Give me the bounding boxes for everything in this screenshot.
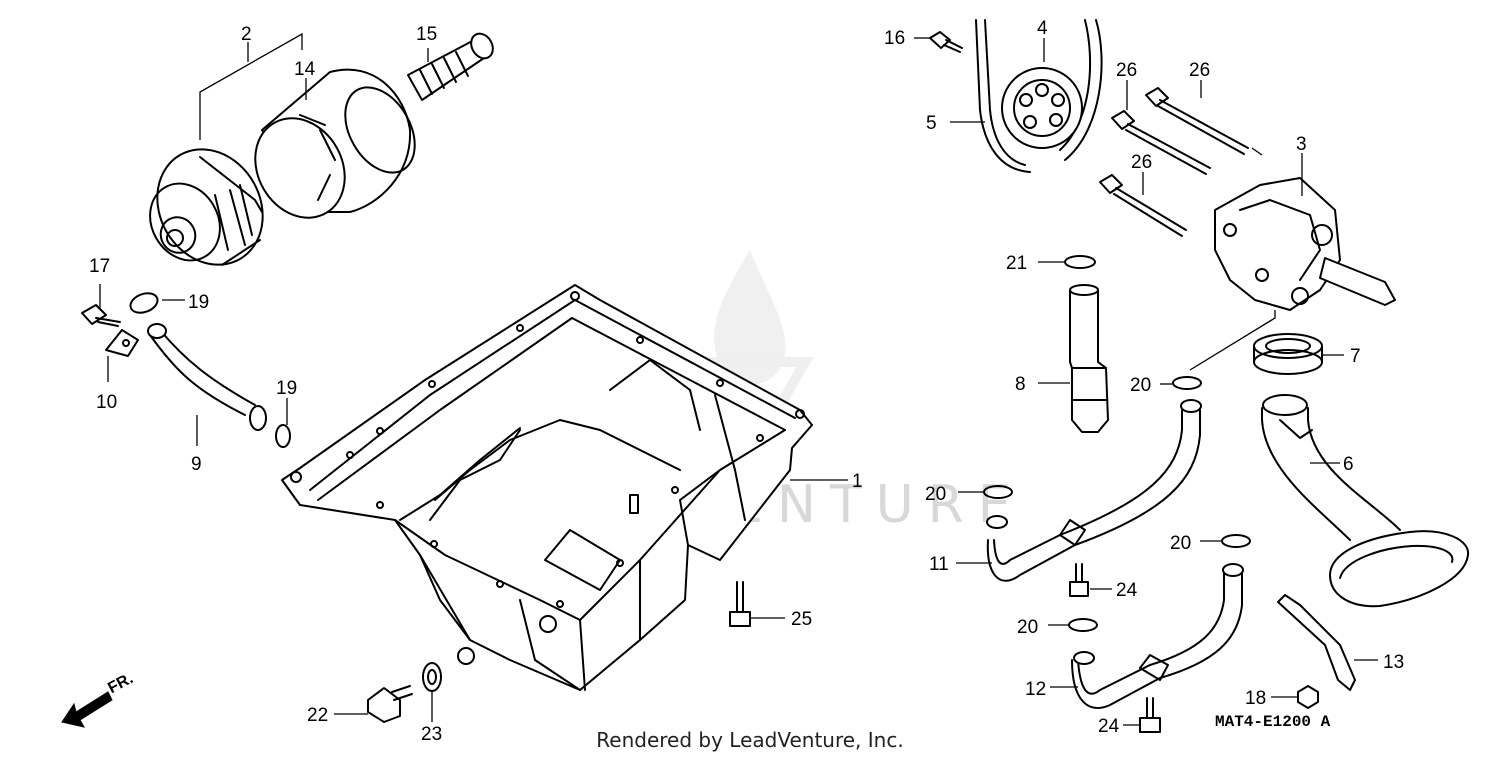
footer-credit: Rendered by LeadVenture, Inc. bbox=[596, 728, 904, 752]
callout-17: 17 bbox=[89, 256, 110, 277]
bolt-16 bbox=[929, 31, 963, 53]
callout-26-a: 26 bbox=[1116, 60, 1137, 81]
o-ring-21 bbox=[1064, 255, 1096, 269]
callout-14: 14 bbox=[294, 59, 316, 80]
front-direction-arrow-icon bbox=[61, 691, 113, 728]
washer-23 bbox=[422, 662, 442, 692]
oil-pan bbox=[281, 284, 813, 691]
callout-23: 23 bbox=[421, 724, 442, 745]
callout-22: 22 bbox=[307, 705, 328, 726]
oil-strainer-6 bbox=[1261, 394, 1470, 608]
bolt-25 bbox=[729, 581, 751, 627]
drive-chain-5 bbox=[975, 19, 1103, 173]
oil-cooler-bolt-15 bbox=[407, 32, 494, 101]
callout-3: 3 bbox=[1296, 134, 1307, 155]
callout-9: 9 bbox=[191, 454, 202, 475]
callout-1: 1 bbox=[852, 471, 863, 492]
oil-filter-cartridge bbox=[149, 148, 264, 266]
callout-11: 11 bbox=[929, 554, 949, 575]
drain-bolt-22 bbox=[367, 685, 413, 723]
callout-5: 5 bbox=[926, 113, 937, 134]
callout-25: 25 bbox=[791, 609, 812, 630]
clamp-10 bbox=[105, 329, 139, 357]
bolt-26-c bbox=[1099, 174, 1187, 237]
callout-10: 10 bbox=[96, 392, 117, 413]
o-ring-20-a bbox=[1172, 376, 1202, 390]
callout-26-c: 26 bbox=[1131, 152, 1152, 173]
callout-20-a: 20 bbox=[1130, 375, 1151, 396]
callout-6: 6 bbox=[1343, 454, 1354, 475]
callout-4: 4 bbox=[1037, 18, 1048, 39]
leader-lines bbox=[99, 32, 1378, 726]
washer-23-inner bbox=[427, 669, 437, 685]
callout-20-d: 20 bbox=[1017, 617, 1038, 638]
o-ring-20-d bbox=[1221, 534, 1251, 548]
callout-26-b: 26 bbox=[1189, 60, 1210, 81]
callout-19-top: 19 bbox=[188, 292, 209, 313]
diagram-code: MAT4-E1200 A bbox=[1215, 713, 1331, 731]
oil-filter-14 bbox=[254, 68, 416, 219]
callout-18: 18 bbox=[1245, 688, 1266, 709]
oil-pipe-9 bbox=[147, 323, 267, 431]
bracket-13 bbox=[1277, 594, 1356, 691]
bolt-24-lower bbox=[1139, 697, 1161, 733]
callout-20-c: 20 bbox=[1170, 533, 1191, 554]
bolt-24-upper bbox=[1069, 563, 1089, 597]
callout-20-b: 20 bbox=[925, 484, 946, 505]
bolt-26-a bbox=[1145, 87, 1249, 155]
callout-21: 21 bbox=[1006, 253, 1027, 274]
o-ring-20-e bbox=[1068, 618, 1098, 632]
bolt-17 bbox=[81, 304, 121, 327]
callout-7: 7 bbox=[1350, 346, 1361, 367]
callout-13: 13 bbox=[1383, 652, 1404, 673]
o-ring-19-lower bbox=[275, 424, 291, 448]
callout-24-upper: 24 bbox=[1116, 580, 1138, 601]
nut-18 bbox=[1297, 685, 1319, 709]
callout-15: 15 bbox=[416, 24, 437, 45]
callout-2: 2 bbox=[241, 24, 252, 45]
oil-pump-3 bbox=[1214, 177, 1396, 311]
o-ring-19-top bbox=[129, 292, 159, 314]
bolt-26-b bbox=[1111, 110, 1211, 175]
seal-7 bbox=[1253, 333, 1323, 375]
callout-8: 8 bbox=[1015, 374, 1026, 395]
callout-19-lower: 19 bbox=[276, 378, 297, 399]
pipe-8 bbox=[1069, 284, 1109, 433]
oil-pipe-12 bbox=[1071, 563, 1244, 709]
sprocket-4 bbox=[1001, 67, 1083, 149]
callout-24-lower: 24 bbox=[1098, 716, 1120, 737]
callout-12: 12 bbox=[1025, 679, 1046, 700]
oil-pipe-11 bbox=[986, 399, 1202, 582]
callout-16: 16 bbox=[884, 28, 905, 49]
